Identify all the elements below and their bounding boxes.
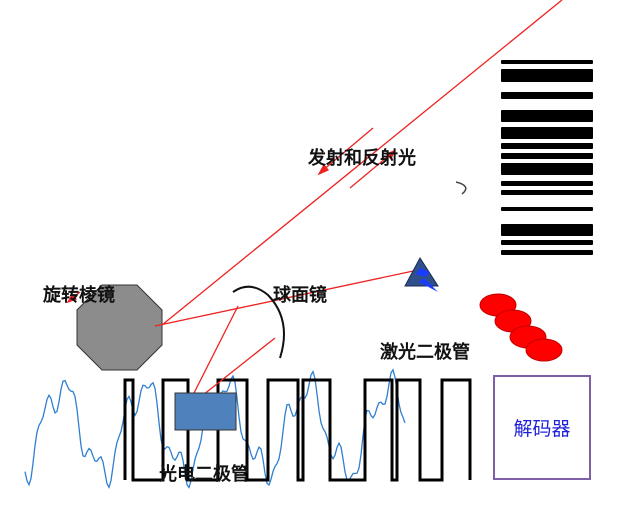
laser-dots [479,293,563,362]
laser-beams [66,0,563,396]
arrowhead-icon [66,293,78,304]
barcode-bar [501,69,593,82]
laser-diode-icon [404,257,439,292]
mirror-to-photodiode-beam-2 [202,337,276,396]
digital-square-wave [123,378,472,482]
barcode-bar [501,181,593,186]
barcode-bar [501,60,593,64]
barcode-bar [501,163,593,175]
barcode-bar [501,240,593,245]
laser-diode-label: 激光二极管 [380,342,470,363]
reflect-beam-arrow [349,152,393,189]
photodiode-box [174,392,237,431]
rotating-prism-label: 旋转棱镜 [43,285,115,306]
mirror-to-photodiode-beam-1 [192,305,239,396]
barcode [501,60,593,255]
barcode-bar [501,224,593,236]
barcode-bar [501,92,593,99]
spherical-mirror-arc [232,285,285,359]
barcode-bar [501,207,593,211]
emit-reflect-light-label: 发射和反射光 [308,148,416,169]
decoder-label: 解码器 [513,418,571,440]
barcode-bar [501,190,593,195]
barcode-bar [501,153,593,159]
emit-beam-arrow [321,127,374,172]
barcode-bar [501,250,593,255]
arrowhead-icon [317,163,330,176]
rotating-prism-octagon [76,284,163,371]
arrowhead-icon [385,149,396,161]
photodiode-label: 光电二极管 [159,464,249,485]
barcode-bar [501,110,593,122]
spherical-mirror-label: 球面镜 [273,285,327,306]
laser-to-prism-beam [154,269,419,327]
main-beam [161,0,563,326]
small-arc-mark [455,181,467,195]
barcode-bar [501,143,593,149]
decoder-box: 解码器 [493,375,591,480]
barcode-bar [501,127,593,139]
